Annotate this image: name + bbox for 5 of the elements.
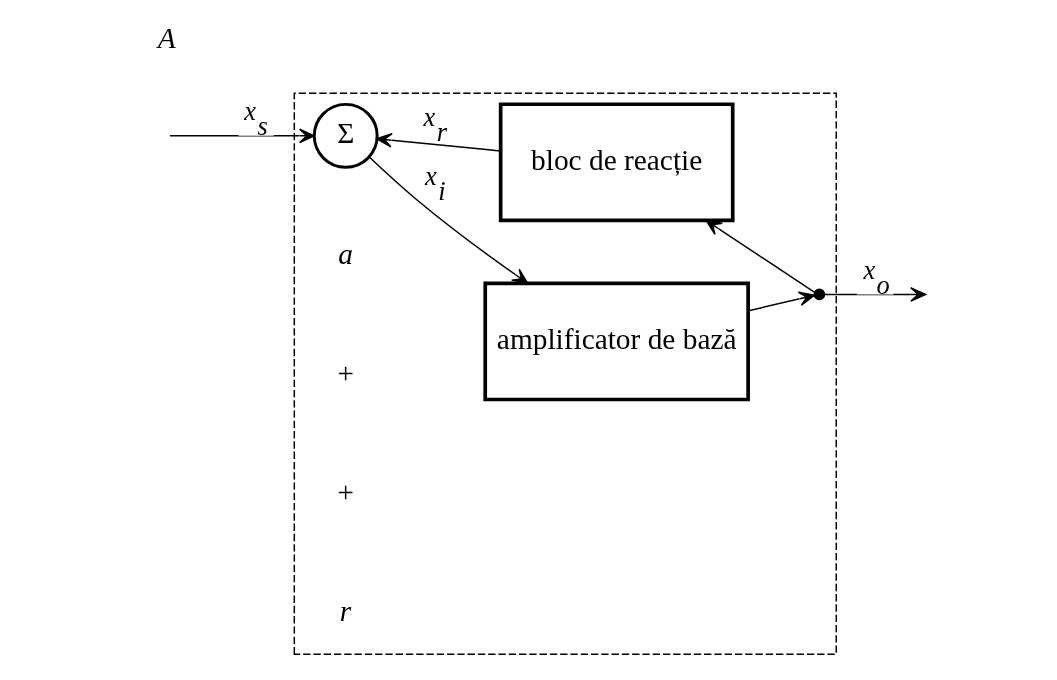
label: + (334, 356, 355, 389)
label: A (157, 21, 176, 54)
label: r (339, 594, 351, 627)
label: + (334, 475, 355, 508)
label: a (337, 237, 353, 270)
